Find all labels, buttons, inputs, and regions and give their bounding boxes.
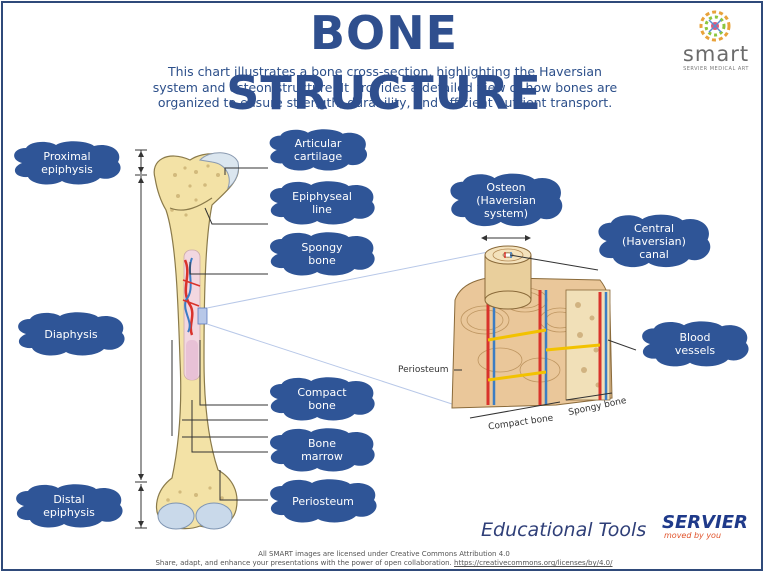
smart-logo-icon	[699, 10, 731, 42]
cloud-shape	[642, 321, 749, 367]
intro-text: This chart illustrates a bone cross-sect…	[152, 64, 618, 110]
label-central-canal-text: Central (Haversian) canal	[622, 221, 686, 261]
cloud-shape	[14, 141, 121, 185]
license-footer: All SMART images are licensed under Crea…	[0, 550, 768, 568]
servier-tagline: moved by you	[664, 531, 722, 540]
cloud-shape	[270, 232, 375, 276]
cloud-shape	[598, 214, 711, 268]
title-line2: STRUCTURE	[226, 66, 542, 120]
inset-label-periosteum: Periosteum	[398, 365, 449, 375]
title-line1: BONE	[309, 6, 459, 60]
label-periosteum: Periosteum	[264, 478, 382, 524]
label-epiphyseal-line: Epiphyseal line	[264, 180, 380, 226]
cloud-shape	[270, 377, 375, 421]
label-central-canal: Central (Haversian) canal	[592, 213, 716, 269]
label-osteon: Osteon (Haversian system)	[444, 172, 568, 228]
label-osteon-text: Osteon (Haversian system)	[476, 180, 536, 220]
cloud-shape	[16, 484, 123, 528]
label-blood-vessels-text: Blood vessels	[674, 331, 716, 357]
logo-tagline: SERVIER MEDICAL ART	[683, 66, 749, 72]
label-compact-bone-text: Compact bone	[297, 386, 347, 412]
label-diaphysis-text: Diaphysis	[44, 327, 98, 341]
footer-line1: All SMART images are licensed under Crea…	[258, 550, 510, 558]
servier-logo: SERVIER	[662, 512, 748, 533]
label-compact-bone: Compact bone	[264, 376, 380, 422]
label-distal-epiphysis: Distal epiphysis	[10, 483, 128, 529]
cloud-shape	[450, 173, 563, 227]
cloud-shape	[269, 129, 368, 171]
label-articular-cartilage-text: Articular cartilage	[293, 137, 343, 163]
logo-word: smart	[682, 42, 750, 66]
label-proximal-epiphysis-text: Proximal epiphysis	[41, 150, 93, 176]
label-proximal-epiphysis: Proximal epiphysis	[8, 140, 126, 186]
cloud-shape	[270, 181, 375, 225]
label-bone-marrow-text: Bone marrow	[301, 437, 343, 463]
label-blood-vessels: Blood vessels	[636, 320, 754, 368]
label-spongy-bone-text: Spongy bone	[301, 241, 343, 267]
label-articular-cartilage: Articular cartilage	[264, 128, 372, 172]
label-diaphysis: Diaphysis	[12, 311, 130, 357]
label-epiphyseal-line-text: Epiphyseal line	[292, 190, 352, 216]
license-link[interactable]: https://creativecommons.org/licenses/by/…	[454, 559, 613, 567]
footer-line2-text: Share, adapt, and enhance your presentat…	[155, 559, 452, 567]
cloud-shape	[270, 479, 377, 523]
educational-tools-label: Educational Tools	[481, 519, 647, 541]
cloud-shape	[270, 428, 375, 472]
footer-line2: Share, adapt, and enhance your presentat…	[0, 559, 768, 568]
label-periosteum-text: Periosteum	[292, 494, 354, 508]
label-bone-marrow: Bone marrow	[264, 427, 380, 473]
cloud-shape	[18, 312, 125, 356]
label-distal-epiphysis-text: Distal epiphysis	[43, 493, 95, 519]
cross-section	[451, 235, 637, 419]
label-spongy-bone: Spongy bone	[264, 231, 380, 277]
